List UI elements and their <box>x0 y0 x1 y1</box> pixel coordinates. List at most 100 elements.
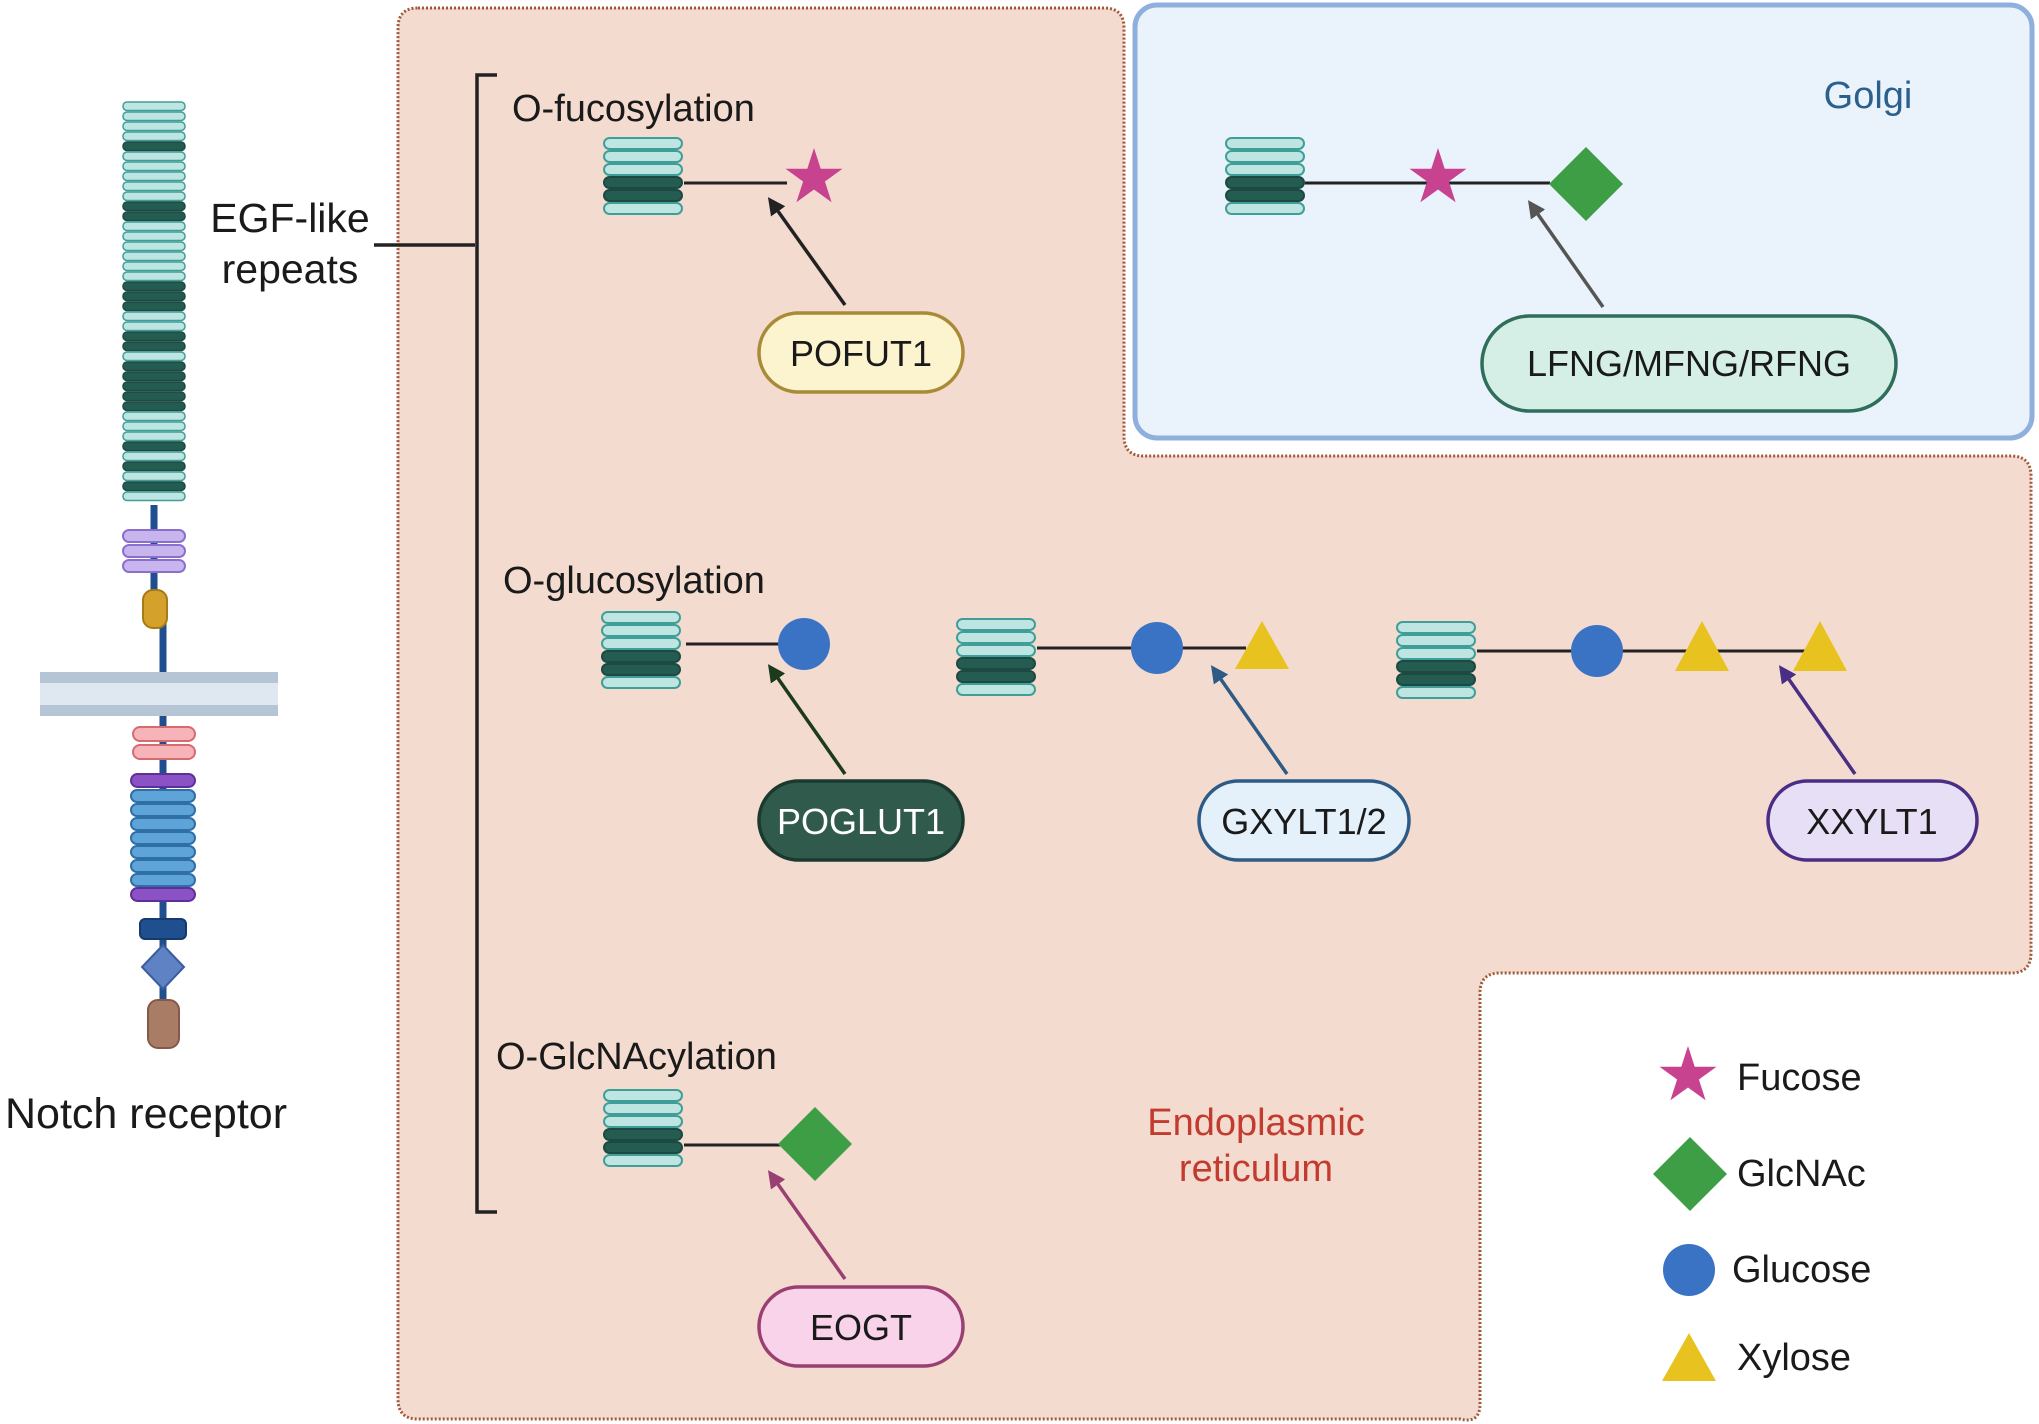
receptor-egf-repeat <box>122 271 186 282</box>
receptor-egf-repeat <box>122 381 186 392</box>
fucose-star-icon <box>785 148 843 203</box>
notch-receptor: Notch receptor <box>5 101 287 1138</box>
xylose-triangle-icon <box>1793 621 1847 671</box>
poglut1-label: POGLUT1 <box>777 801 945 842</box>
receptor-egf-repeat <box>122 141 186 152</box>
gxylt-enzyme <box>1197 779 1411 862</box>
receptor-egf-repeat <box>122 151 186 162</box>
glucosylation-title: O-glucosylation <box>503 560 765 602</box>
receptor-egf-repeat <box>122 411 186 422</box>
receptor-egf-repeat <box>122 481 186 492</box>
receptor-lnr-domain <box>122 529 186 573</box>
receptor-egf-repeat <box>122 241 186 252</box>
eogt-label: EOGT <box>810 1307 912 1348</box>
fng-label: LFNG/MFNG/RFNG <box>1527 343 1851 384</box>
egf-bracket <box>374 73 497 1214</box>
receptor-egf-repeat <box>122 301 186 312</box>
egf-repeat-icon <box>1225 137 1305 215</box>
receptor-egf-repeat <box>122 181 186 192</box>
receptor-ram-domain <box>132 726 196 760</box>
pofut1-enzyme <box>757 311 965 394</box>
glucose-circle-icon <box>1663 1244 1715 1296</box>
o-glcnacylation-panel: O-GlcNAcylation EOGT <box>496 1036 965 1368</box>
receptor-egf-repeat <box>122 441 186 452</box>
receptor-egf-repeat <box>122 261 186 272</box>
legend-label-xylose: Xylose <box>1737 1337 1851 1379</box>
receptor-egf-repeat <box>122 281 186 292</box>
receptor-egf-repeat <box>122 341 186 352</box>
egf-label-line2: repeats <box>222 246 359 292</box>
receptor-egf-repeat <box>122 101 186 112</box>
glucose-circle-icon <box>778 618 830 670</box>
pofut1-label: POFUT1 <box>790 333 932 374</box>
receptor-cterm-domain <box>147 999 180 1049</box>
receptor-egf-repeat <box>122 131 186 142</box>
golgi-label: Golgi <box>1824 75 1913 117</box>
legend-label-glcnac: GlcNAc <box>1737 1153 1866 1195</box>
legend: Fucose GlcNAc Glucose Xylose <box>1653 1046 1871 1381</box>
cell-membrane <box>40 672 278 716</box>
receptor-egf-repeat <box>122 471 186 482</box>
egf-repeat-icon <box>956 618 1036 696</box>
receptor-pest-domain <box>140 943 186 991</box>
er-label-line2: reticulum <box>1179 1148 1333 1190</box>
receptor-egf-repeat <box>122 331 186 342</box>
receptor-egf-repeat <box>122 231 186 242</box>
receptor-egf-repeat <box>122 311 186 322</box>
er-label-line1: Endoplasmic <box>1147 1102 1365 1144</box>
receptor-egf-repeat <box>122 121 186 132</box>
receptor-ankyrin-repeats <box>130 773 196 902</box>
receptor-egf-repeat <box>122 321 186 332</box>
receptor-egf-repeat <box>122 291 186 302</box>
o-glucosylation-panel: O-glucosylation POGLUT1 GXYLT1/2 XXYLT1 <box>503 560 1979 862</box>
o-fucosylation-panel: O-fucosylation POFUT1 <box>512 88 965 394</box>
receptor-hd-domain <box>142 589 168 629</box>
receptor-egf-repeat <box>122 391 186 402</box>
fng-enzyme <box>1480 314 1898 413</box>
glcnac-diamond-icon <box>778 1107 852 1181</box>
xxylt1-label: XXYLT1 <box>1806 801 1937 842</box>
receptor-egf-repeat <box>122 221 186 232</box>
legend-label-fucose: Fucose <box>1737 1057 1862 1099</box>
receptor-egf-repeat <box>122 111 186 122</box>
xylose-triangle-icon <box>1675 621 1729 671</box>
receptor-egf-repeat <box>122 451 186 462</box>
glucose-circle-icon <box>1571 625 1623 677</box>
xylose-triangle-icon <box>1662 1333 1716 1381</box>
receptor-egf-repeat <box>122 421 186 432</box>
egf-label-line1: EGF-like <box>210 195 369 241</box>
xxylt1-enzyme <box>1766 779 1979 862</box>
receptor-egf-repeat <box>122 371 186 382</box>
receptor-egf-repeat <box>122 201 186 212</box>
receptor-egf-repeat <box>122 171 186 182</box>
eogt-enzyme <box>757 1285 965 1368</box>
receptor-egf-repeat <box>122 431 186 442</box>
egf-repeat-icon <box>603 137 683 215</box>
receptor-egf-repeat <box>122 361 186 372</box>
fucose-star-icon <box>1409 148 1467 203</box>
fucose-star-icon <box>1659 1046 1717 1101</box>
receptor-egf-repeat <box>122 211 186 222</box>
receptor-egf-repeat <box>122 401 186 412</box>
glcnac-diamond-icon <box>1653 1137 1727 1211</box>
receptor-tad-domain <box>139 918 187 940</box>
receptor-egf-repeat <box>122 351 186 362</box>
receptor-egf-repeat <box>122 461 186 472</box>
poglut1-enzyme <box>757 779 965 862</box>
glcnacylation-title: O-GlcNAcylation <box>496 1036 777 1078</box>
fucosylation-title: O-fucosylation <box>512 88 755 130</box>
legend-label-glucose: Glucose <box>1732 1249 1871 1291</box>
receptor-label: Notch receptor <box>5 1090 287 1138</box>
receptor-egf-repeats <box>122 101 186 502</box>
receptor-egf-repeat <box>122 491 186 502</box>
xylose-triangle-icon <box>1235 621 1289 669</box>
receptor-egf-repeat <box>122 191 186 202</box>
glucose-circle-icon <box>1131 622 1183 674</box>
egf-repeat-icon <box>603 1089 683 1167</box>
golgi-elongation-panel: LFNG/MFNG/RFNG <box>1225 137 1898 413</box>
egf-repeat-icon <box>1396 621 1476 699</box>
receptor-egf-repeat <box>122 161 186 172</box>
egf-repeat-icon <box>601 611 681 689</box>
receptor-egf-repeat <box>122 251 186 262</box>
